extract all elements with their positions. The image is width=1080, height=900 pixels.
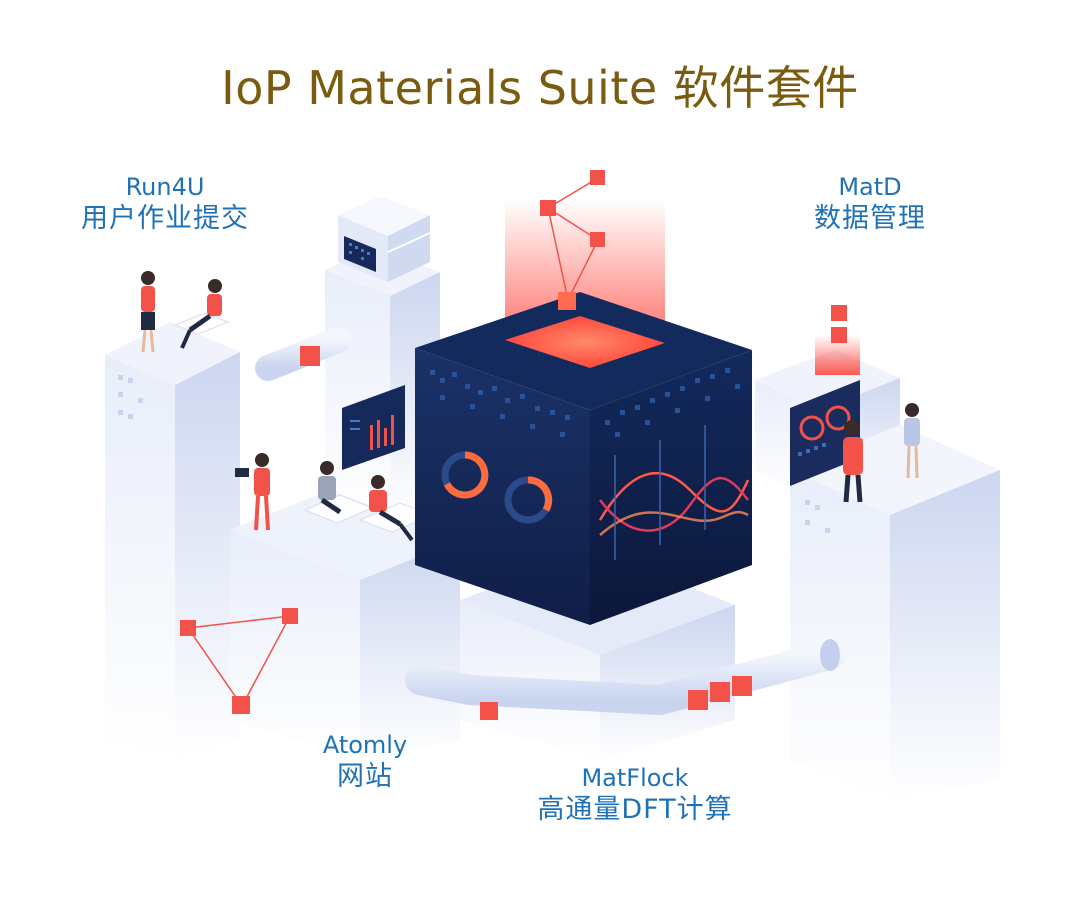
run4u-label: Run4U 用户作业提交	[50, 172, 280, 236]
person-atomly-grey	[318, 461, 342, 515]
run4u-desc: 用户作业提交	[81, 203, 249, 234]
matflock-name: MatFlock	[581, 764, 689, 792]
matflock-desc: 高通量DFT计算	[537, 794, 733, 825]
person-matd-presenter	[843, 420, 863, 503]
atomly-name: Atomly	[322, 731, 408, 759]
person-atomly-tablet	[235, 453, 270, 531]
run4u-name: Run4U	[125, 173, 205, 201]
person-run4u-standing	[141, 271, 155, 353]
run4u-building	[105, 322, 240, 760]
atomly-node-network	[180, 608, 298, 714]
people	[141, 271, 920, 542]
matflock-label: MatFlock 高通量DFT计算	[500, 763, 770, 827]
atomly-building	[230, 385, 460, 760]
pipe-nodes	[300, 346, 752, 720]
top-node-network	[540, 170, 605, 310]
person-matd-phone	[904, 403, 920, 479]
matd-building	[755, 305, 1000, 800]
person-run4u-sitting	[173, 279, 230, 349]
page-title: IoP Materials Suite 软件套件	[221, 61, 859, 115]
atomly-label: Atomly 网站	[300, 730, 430, 794]
atomly-desc: 网站	[337, 761, 393, 792]
matd-label: MatD 数据管理	[775, 172, 965, 236]
matd-desc: 数据管理	[814, 203, 926, 234]
person-atomly-red	[369, 475, 414, 542]
matd-name: MatD	[838, 173, 902, 201]
central-data-cube	[415, 200, 752, 625]
